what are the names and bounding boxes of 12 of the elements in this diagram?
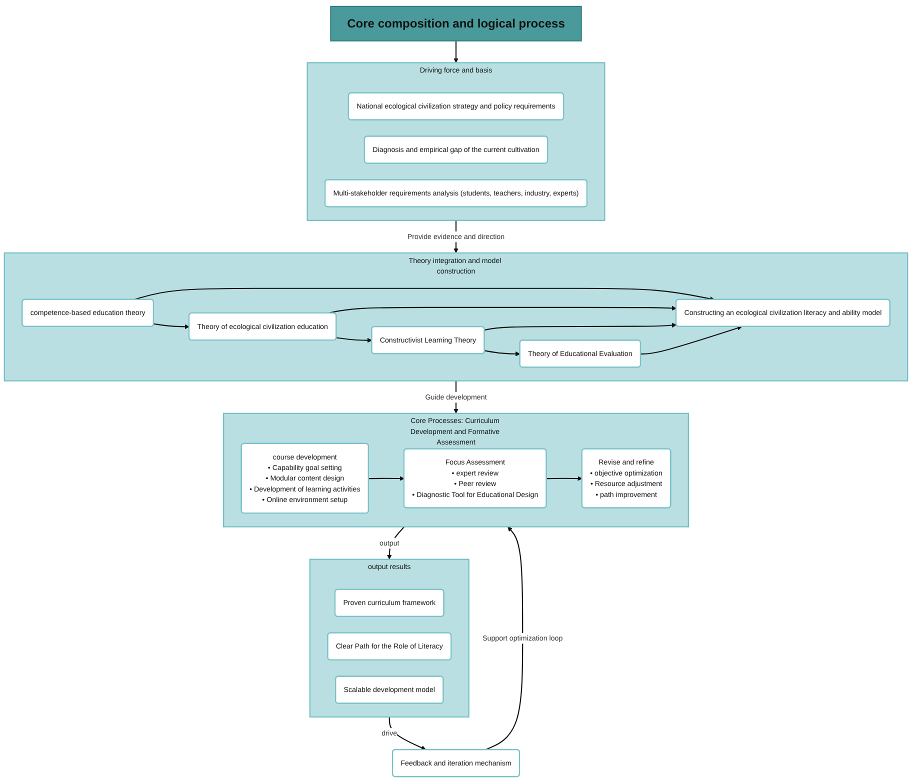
arrow [388, 717, 426, 750]
node-box: Core composition and logical process [330, 6, 582, 42]
arrow [546, 476, 582, 481]
arrow [386, 526, 405, 560]
arrow [484, 350, 520, 356]
arrow [640, 326, 742, 354]
arrow [368, 476, 404, 481]
arrow [454, 40, 458, 63]
arrow [486, 526, 524, 750]
arrow [154, 323, 190, 330]
arrow [484, 322, 677, 331]
arrow [336, 337, 372, 343]
